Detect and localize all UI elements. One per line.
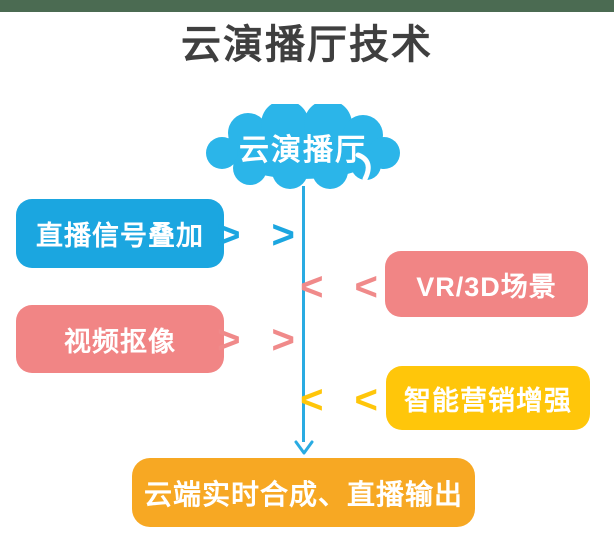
top-accent-bar	[0, 0, 614, 12]
node-video-keying: 视频抠像	[16, 305, 224, 373]
node-smart-marketing-enhance: 智能营销增强	[386, 366, 590, 430]
node-vr-3d-scene: VR/3D场景	[385, 251, 588, 317]
cloud-icon	[206, 104, 400, 189]
node-cloud-realtime-output: 云端实时合成、直播输出	[132, 458, 475, 527]
chevron-left-icon: < <	[300, 265, 388, 309]
page-title: 云演播厅技术	[181, 23, 433, 67]
chevron-left-icon: < <	[300, 378, 388, 422]
arrow-down-icon	[293, 440, 315, 456]
chevron-right-icon: > >	[217, 318, 305, 362]
chevron-right-icon: > >	[217, 213, 305, 257]
node-live-signal-overlay: 直播信号叠加	[16, 199, 224, 268]
cloud-node: 云演播厅	[200, 104, 406, 190]
connector-line	[302, 186, 305, 442]
cloud-label: 云演播厅	[239, 134, 367, 167]
